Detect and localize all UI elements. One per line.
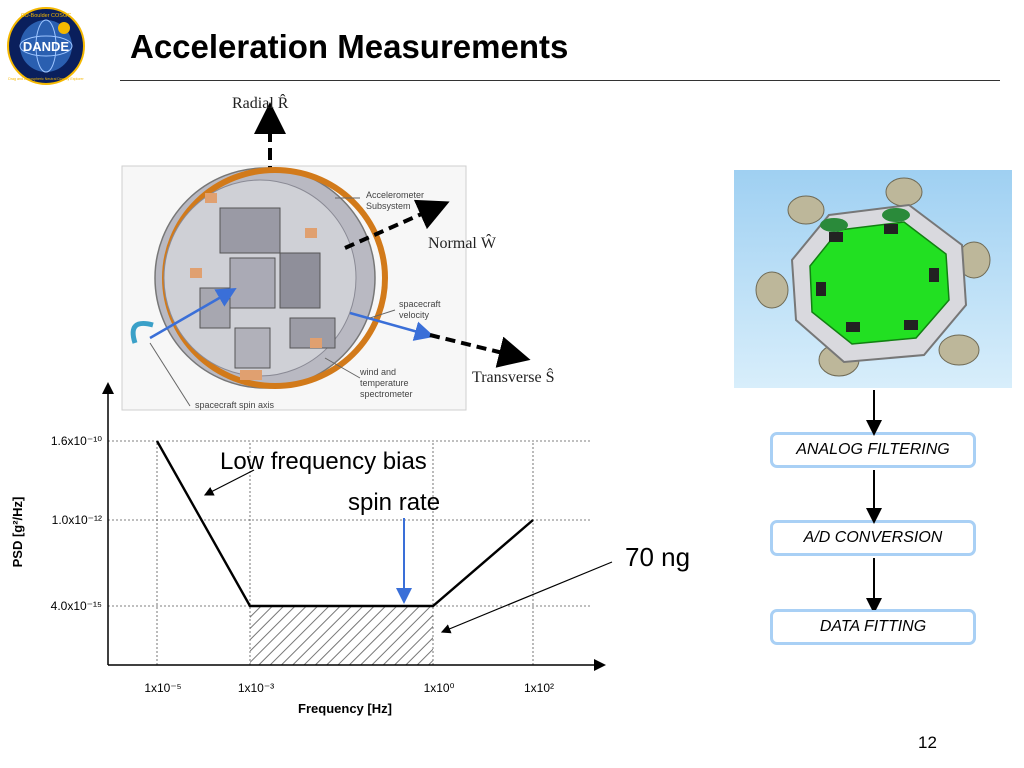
- psd-chart: 1.6x10⁻¹⁰ 1.0x10⁻¹² 4.0x10⁻¹⁵ 1x10⁻⁵ 1x10⁻³ 1…: [10, 382, 690, 716]
- x-tick-label-0: 1x10⁻⁵: [144, 681, 181, 695]
- y-tick-label-0: 1.6x10⁻¹⁰: [51, 434, 102, 448]
- noise-level-label: 70 ng: [625, 542, 690, 572]
- sun-icon: [58, 22, 70, 34]
- spacecraft-body: [154, 167, 388, 389]
- accelerometer-board-render: [734, 170, 1012, 388]
- sensor-pcb: [809, 221, 950, 345]
- spin-axis-arrow: [149, 288, 237, 340]
- y-tick-label-1: 1.0x10⁻¹²: [52, 513, 102, 527]
- wind-label-3: spectrometer: [360, 389, 413, 399]
- x-tick-label-3: 1x10²: [524, 681, 554, 695]
- spin-rotation-icon: [130, 321, 154, 344]
- sensor-chips: [816, 224, 939, 332]
- normal-label: Normal Ŵ: [428, 233, 497, 252]
- low-frequency-bias-label: Low frequency bias: [220, 448, 427, 475]
- x-tick-label-2: 1x10⁰: [424, 681, 455, 695]
- page-title: Acceleration Measurements: [130, 28, 569, 65]
- flow-step-analog-filtering: ANALOG FILTERING: [770, 432, 976, 468]
- velocity-label-2: velocity: [399, 310, 430, 320]
- x-tick-label-1: 1x10⁻³: [238, 681, 274, 695]
- wind-label-1: wind and: [359, 367, 396, 377]
- spin-rate-label: spin rate: [348, 489, 440, 516]
- y-axis-title: PSD [g²/Hz]: [10, 497, 25, 568]
- spin-axis-label: spacecraft spin axis: [195, 400, 275, 410]
- psd-series-line-0: [155, 440, 534, 608]
- velocity-arrow: [349, 311, 435, 341]
- normal-arrow: [344, 199, 450, 250]
- accelerometer-label-1: Accelerometer: [366, 190, 424, 200]
- accelerometer-label-2: Subsystem: [366, 201, 411, 211]
- flow-arrows: [866, 390, 882, 610]
- noise-level-arrow: [440, 561, 613, 634]
- low-frequency-bias-arrow: [203, 469, 255, 496]
- radial-label: Radial R̂: [232, 93, 289, 112]
- y-tick-label-2: 4.0x10⁻¹⁵: [51, 599, 102, 613]
- noise-floor-hatched-region: [250, 606, 433, 665]
- sensor-mounts: [755, 177, 991, 377]
- logo-globe: [20, 20, 72, 72]
- spacecraft-diagram: Radial R̂ Normal Ŵ Transverse Ŝ Accelero…: [121, 93, 555, 411]
- velocity-label-1: spacecraft: [399, 299, 441, 309]
- dande-logo: DANDE CU-Boulder COSGC Drag and Atmosphe…: [7, 7, 85, 85]
- transverse-label: Transverse Ŝ: [472, 367, 555, 386]
- title-divider: [120, 80, 1000, 81]
- logo-top-text: CU-Boulder COSGC: [21, 13, 71, 19]
- transverse-arrow: [429, 333, 531, 368]
- logo-name: DANDE: [23, 39, 70, 54]
- page-number: 12: [918, 733, 937, 752]
- flow-step-data-fitting: DATA FITTING: [770, 609, 976, 645]
- x-axis-title: Frequency [Hz]: [298, 701, 392, 716]
- wind-label-2: temperature: [360, 378, 409, 388]
- logo-bottom-text: Drag and Atmospheric Neutral Density Exp…: [8, 77, 84, 81]
